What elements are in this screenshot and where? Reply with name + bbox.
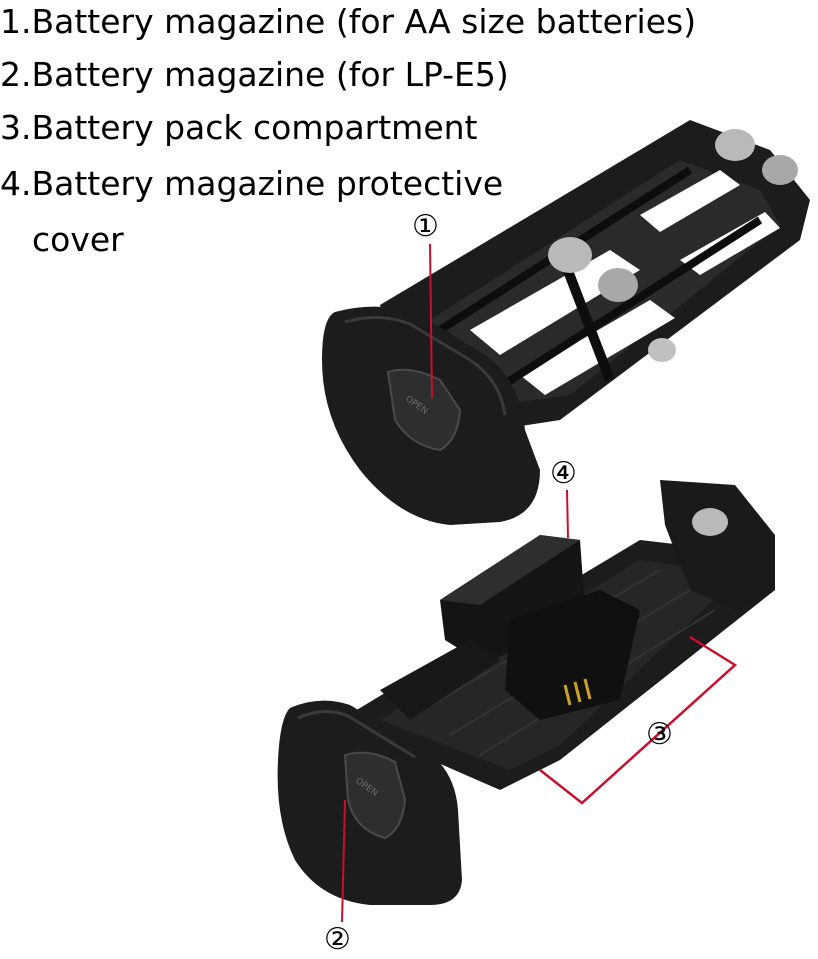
callout-number-2: ② (324, 922, 351, 957)
callout-number-4: ④ (550, 456, 577, 491)
legend-item-2: 2.Battery magazine (for LP-E5) (0, 55, 509, 94)
aa-magazine-latch (386, 368, 462, 452)
callout-line-2 (341, 799, 346, 923)
lpe5-contact (692, 508, 728, 536)
lpe5-cap-highlight (297, 710, 416, 759)
aa-contact-spring (548, 237, 592, 273)
protective-cover (440, 535, 585, 665)
lpe5-side-block (380, 640, 500, 720)
aa-magazine-rail (477, 216, 763, 404)
legend-item-4: 4.Battery magazine protective (0, 164, 504, 203)
aa-contact-spring (715, 129, 755, 161)
aa-battery-magazine: OPEN (322, 120, 810, 525)
legend-item-1: 1.Battery magazine (for AA size batterie… (0, 2, 697, 41)
terminal-pin (563, 684, 572, 706)
callout-number-3: ③ (646, 717, 673, 752)
lpe5-magazine-end-wall (660, 480, 775, 610)
aa-contact-spring (598, 268, 638, 302)
aa-magazine-slot (640, 170, 740, 232)
protective-cover-top (440, 535, 580, 605)
legend-item-4-continued: cover (32, 220, 124, 259)
callout-line-1 (429, 243, 433, 399)
callout-line-4 (566, 489, 569, 539)
aa-contact-spring (762, 155, 798, 185)
aa-contact-terminal (648, 338, 676, 362)
terminal-block (505, 590, 640, 720)
lpe5-battery-magazine: OPEN (277, 480, 775, 905)
callout-bracket-3 (539, 635, 738, 805)
lpe5-magazine-latch (343, 751, 407, 840)
aa-cap-highlight (344, 315, 507, 416)
aa-magazine-slot (470, 250, 640, 355)
callout-number-1: ① (412, 209, 439, 244)
legend-item-3: 3.Battery pack compartment (0, 108, 478, 147)
terminal-pin (573, 681, 582, 703)
terminal-pin (583, 678, 592, 700)
